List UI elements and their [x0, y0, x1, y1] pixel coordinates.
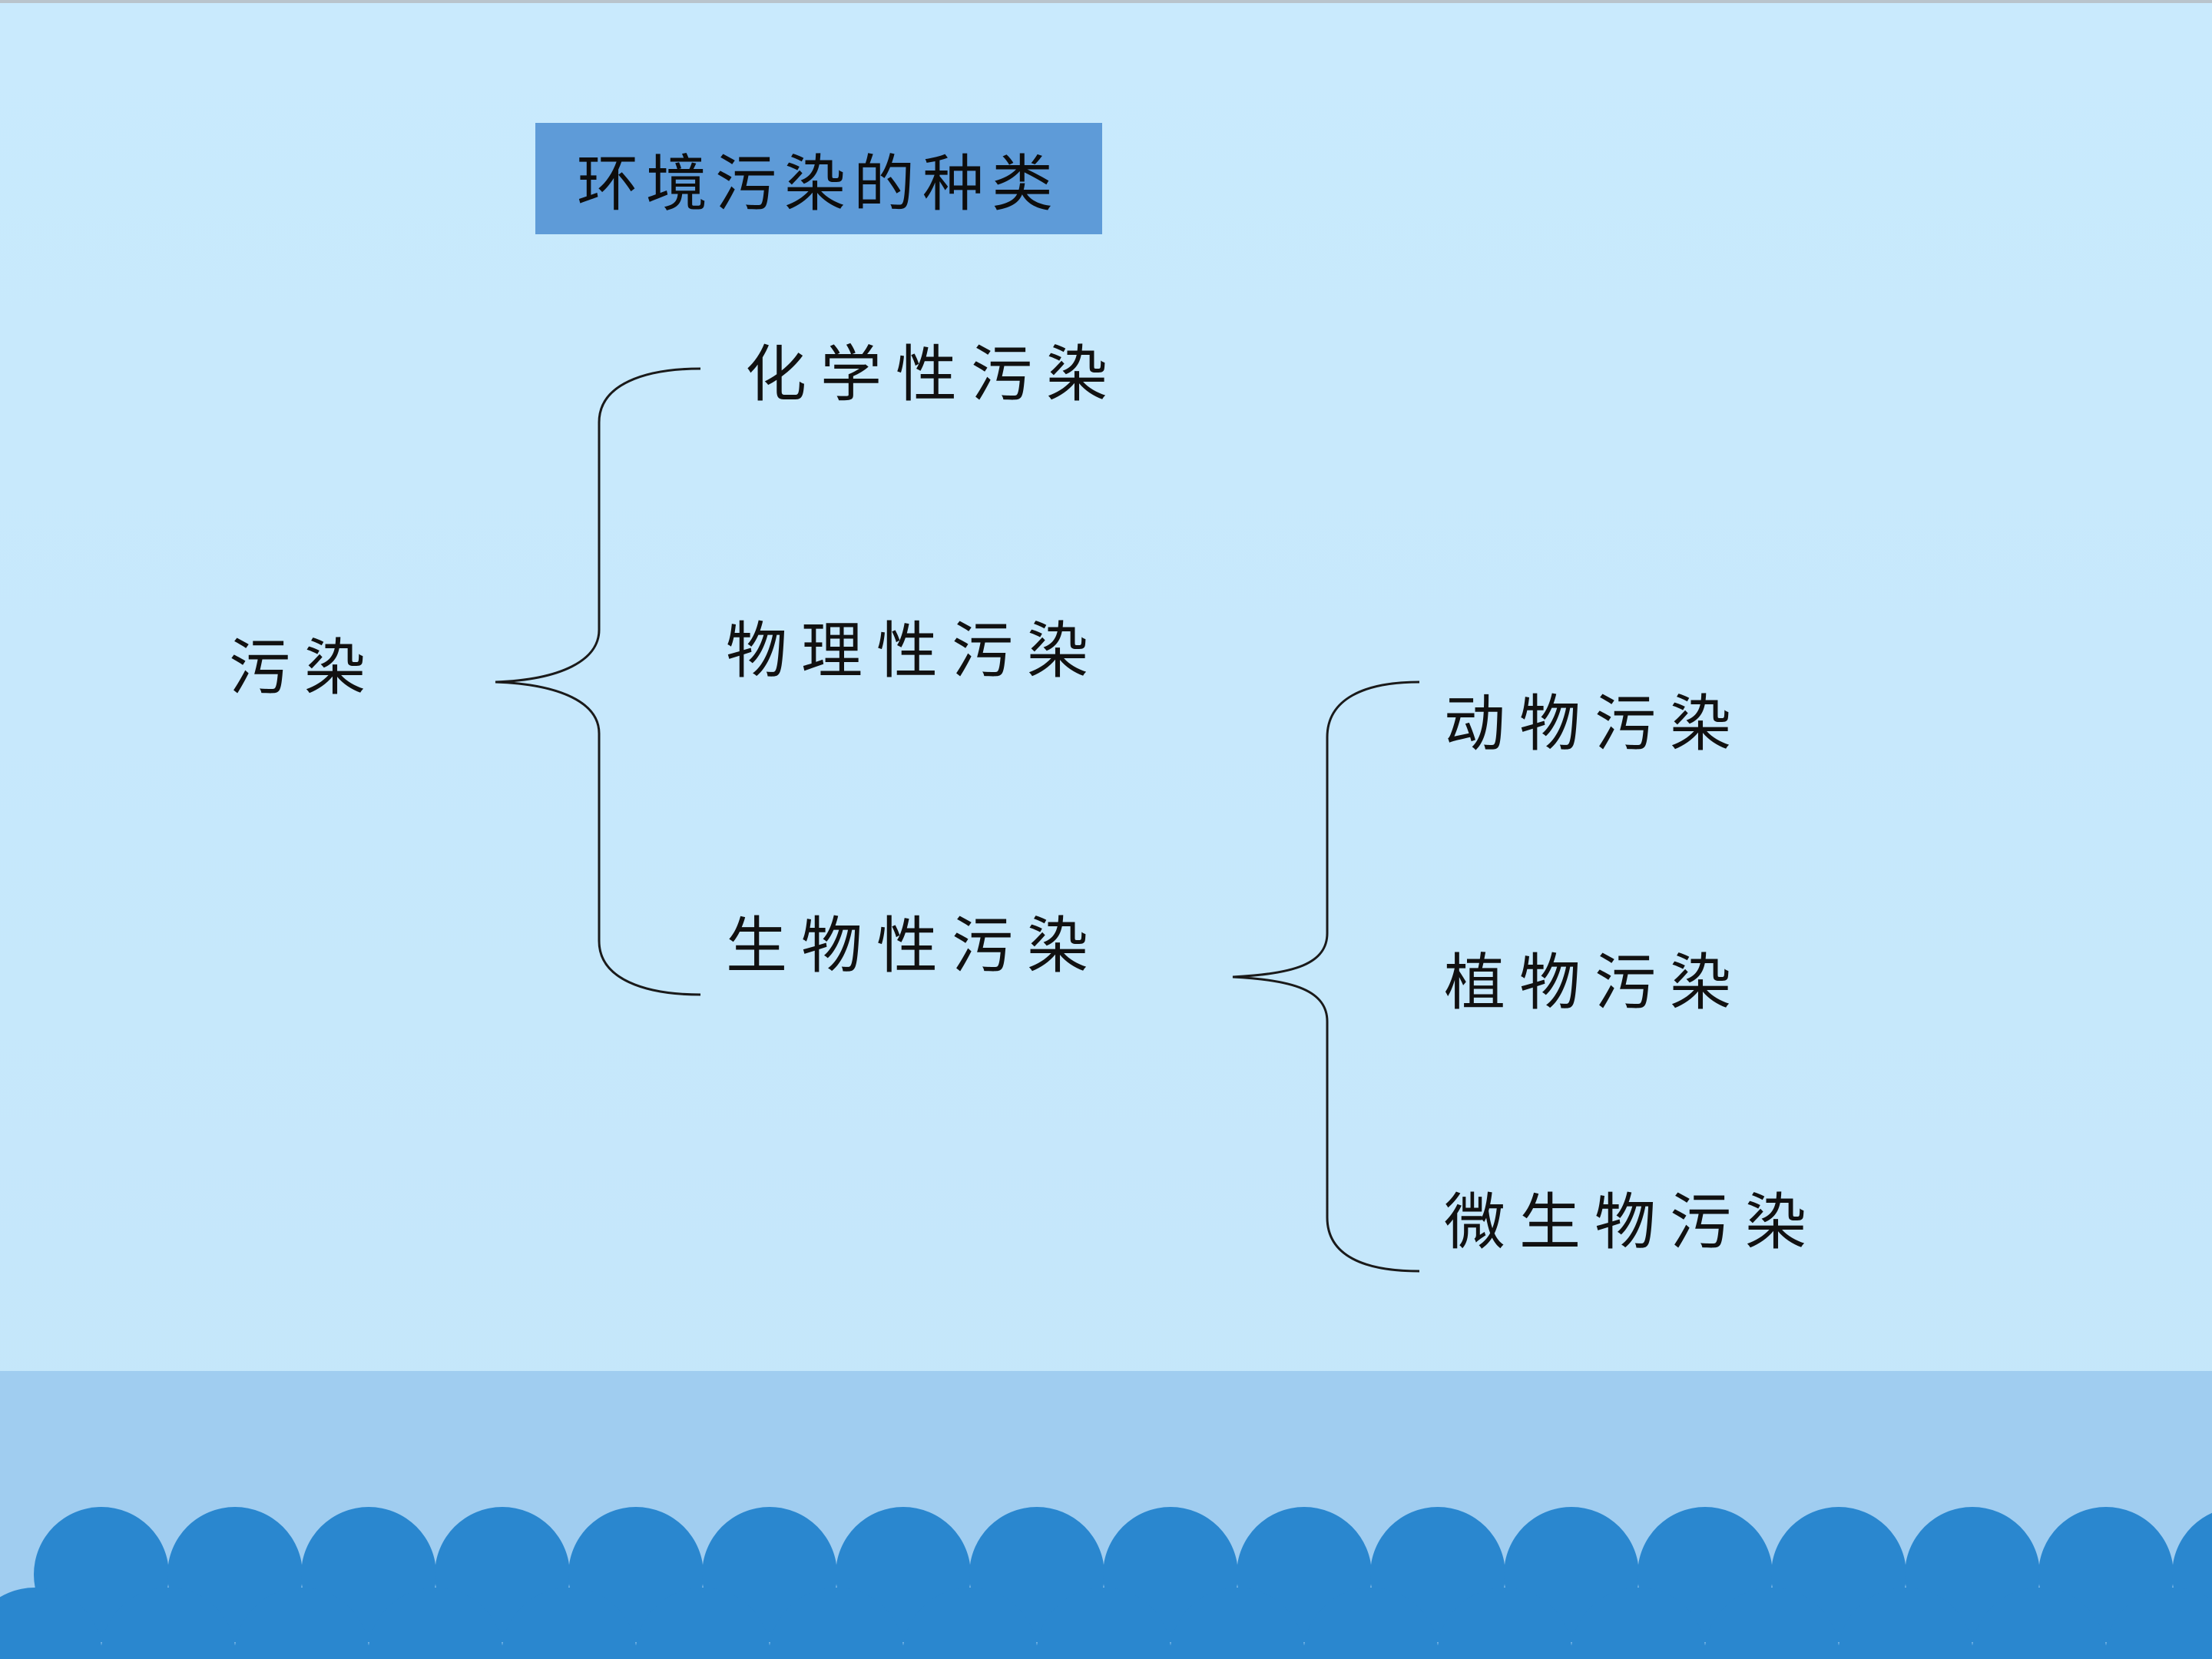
root-node: 污染 — [229, 632, 379, 704]
node-microbial-pollution: 微生物污染 — [1444, 1187, 1820, 1258]
wave-front — [101, 1588, 236, 1659]
wave-front — [0, 1588, 102, 1659]
bracket-right — [1232, 680, 1420, 1273]
wave-front — [234, 1588, 369, 1659]
wave-front — [635, 1588, 770, 1659]
node-biological-pollution: 生物性污染 — [726, 910, 1102, 982]
wave-front — [1036, 1588, 1171, 1659]
wave-front — [502, 1588, 637, 1659]
wave-front — [769, 1588, 904, 1659]
slide-title: 环境污染的种类 — [577, 147, 1061, 220]
top-rule — [0, 0, 2212, 3]
node-physical-pollution: 物理性污染 — [726, 615, 1102, 687]
wave-front — [1303, 1588, 1439, 1659]
wave-front — [1704, 1588, 1839, 1659]
wave-front — [902, 1588, 1038, 1659]
wave-front — [1571, 1588, 1706, 1659]
wave-front — [1437, 1588, 1572, 1659]
wave-front — [368, 1588, 503, 1659]
wave-front — [1972, 1588, 2107, 1659]
wave-front — [1838, 1588, 1973, 1659]
footer-waves — [0, 1507, 2212, 1659]
node-animal-pollution: 动物污染 — [1444, 688, 1745, 760]
wave-front — [1170, 1588, 1305, 1659]
node-plant-pollution: 植物污染 — [1444, 947, 1745, 1018]
title-box: 环境污染的种类 — [535, 123, 1102, 234]
wave-front — [2105, 1588, 2212, 1659]
node-chemical-pollution: 化学性污染 — [745, 339, 1121, 410]
bracket-left — [495, 367, 701, 996]
